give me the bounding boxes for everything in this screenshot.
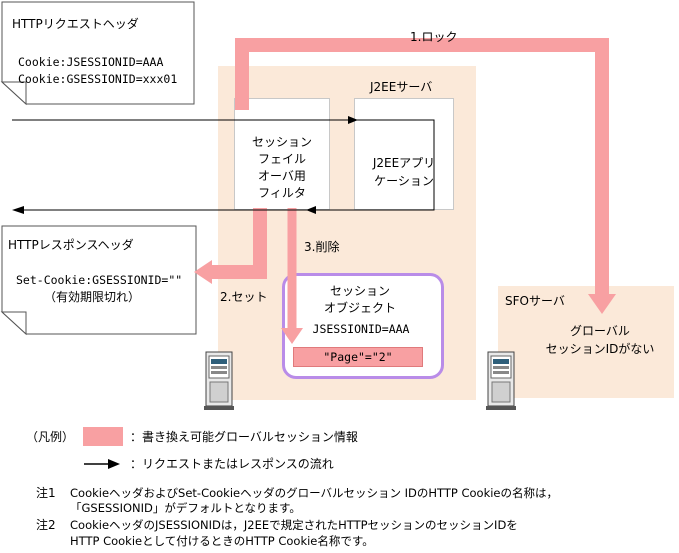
response-arrow-head-2 — [12, 206, 24, 214]
legend-pink-label: ：書き換え可能グローバルセッション情報 — [130, 430, 358, 444]
j2ee-server-label: J2EEサーバ — [370, 80, 433, 94]
note-2-line1: CookieヘッダのJSESSIONIDは，J2EEで規定されたHTTPセッショ… — [70, 518, 518, 532]
request-response-flow-line — [12, 119, 435, 211]
note-2-label: 注2 — [36, 518, 56, 532]
response-header-line1: Set-Cookie:GSESSIONID="" — [16, 273, 183, 287]
step-set-label: 2.セット — [220, 290, 268, 304]
request-header-line2: Cookie:GSESSIONID=xxx01 — [18, 72, 178, 86]
note-1-line1: CookieヘッダおよびSet-Cookieヘッダのグローバルセッション IDの… — [70, 486, 558, 500]
delete-arrow-head — [281, 328, 303, 344]
request-arrow-head — [348, 116, 358, 124]
sfo-server-label: SFOサーバ — [505, 294, 565, 308]
response-arrow-head-1 — [306, 206, 316, 214]
legend-arrow-head — [108, 459, 120, 469]
session-attribute-text: "Page"="2" — [323, 350, 393, 364]
lock-arrow — [235, 38, 609, 296]
legend-title: （凡例） — [26, 430, 75, 444]
set-arrow — [210, 208, 267, 279]
response-header-line2: （有効期限切れ） — [44, 290, 141, 304]
note-1-label: 注1 — [36, 486, 56, 500]
note-2-line2: HTTP Cookieとして付けるときのHTTP Cookie名称です。 — [70, 534, 374, 548]
sfo-server-note: グローバル セッションIDがない — [545, 324, 655, 356]
step-lock-label: 1.ロック — [410, 30, 458, 44]
step-delete-label: 3.削除 — [304, 240, 340, 254]
request-header-line1: Cookie:JSESSIONID=AAA — [18, 55, 164, 69]
failover-filter-label: セッション フェイル オーバ用 フィルタ — [251, 135, 312, 200]
note-1-line2: 「GSESSIONID」がデフォルトとなります。 — [70, 501, 301, 515]
session-object-id: JSESSIONID=AAA — [312, 322, 410, 336]
sfo-server-box — [498, 286, 674, 398]
server-machine-icon — [204, 351, 234, 410]
request-header-title: HTTPリクエストヘッダ — [12, 17, 139, 31]
session-object-title: セッション オブジェクト — [323, 284, 396, 315]
server-machine-icon — [486, 351, 516, 410]
session-attribute-box — [293, 347, 423, 367]
legend-arrow-label: ：リクエストまたはレスポンスの流れ — [130, 457, 334, 471]
lock-arrow-head — [588, 294, 616, 314]
request-header-fold — [0, 81, 27, 106]
response-header-document — [1, 225, 197, 335]
j2ee-application-box — [354, 98, 454, 210]
request-header-document — [1, 1, 195, 105]
j2ee-application-label: J2EEアプリ ケーション — [372, 156, 436, 188]
response-header-fold — [0, 311, 27, 336]
legend-pink-swatch — [83, 427, 123, 446]
set-arrow-head — [194, 260, 212, 284]
response-header-title: HTTPレスポンスヘッダ — [8, 238, 134, 252]
